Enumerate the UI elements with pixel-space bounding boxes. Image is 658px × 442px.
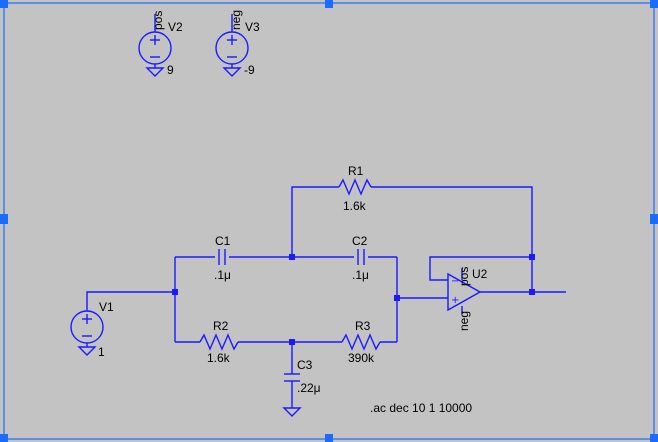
c2-name: C2: [352, 234, 368, 248]
v3-value: -9: [244, 63, 255, 77]
resize-handle-right[interactable]: [650, 214, 658, 224]
spice-directive[interactable]: .ac dec 10 1 10000: [370, 401, 472, 415]
v3-node-label: neg: [229, 10, 243, 30]
r1-value: 1.6k: [343, 199, 367, 213]
opamp-minus-sign: −: [451, 276, 459, 287]
resistor-r3[interactable]: R3 390k: [341, 319, 381, 365]
c3-value: .22μ: [297, 381, 321, 395]
resize-handle-top-right[interactable]: [650, 0, 658, 8]
c1-name: C1: [215, 234, 231, 248]
junction-dots: [172, 254, 535, 345]
voltage-source-v1[interactable]: V1 1: [70, 300, 114, 359]
wires: [86, 186, 566, 408]
r3-value: 390k: [348, 351, 375, 365]
resize-handle-left[interactable]: [0, 214, 8, 224]
c2-value: .1μ: [352, 268, 369, 282]
ground-c3: [282, 407, 302, 417]
v2-node-label: pos: [151, 11, 165, 30]
resize-handle-bottom-right[interactable]: [650, 434, 658, 442]
capacitor-c1[interactable]: C1 .1μ: [214, 234, 231, 282]
opamp-u2[interactable]: − + pos neg U2: [447, 267, 488, 331]
resize-handle-top-left[interactable]: [0, 0, 8, 8]
v2-name: V2: [168, 20, 183, 34]
resize-handle-bottom[interactable]: [325, 434, 333, 442]
opamp-plus-sign: +: [451, 295, 459, 306]
resistor-r1[interactable]: R1 1.6k: [338, 164, 372, 213]
r3-name: R3: [355, 319, 371, 333]
v1-value: 1: [98, 345, 105, 359]
opamp-neg-label: neg: [457, 311, 471, 331]
resistor-r2[interactable]: R2 1.6k: [199, 319, 239, 365]
v2-value: 9: [167, 63, 174, 77]
r2-name: R2: [213, 319, 229, 333]
c3-name: C3: [297, 358, 313, 372]
capacitor-c3[interactable]: C3 .22μ: [284, 358, 321, 395]
selection-frame: [3, 2, 655, 440]
opamp-pos-label: pos: [457, 267, 471, 286]
voltage-source-v3[interactable]: neg V3 -9: [215, 10, 260, 77]
v1-name: V1: [99, 300, 114, 314]
resize-handle-top[interactable]: [325, 0, 333, 8]
c1-value: .1μ: [214, 268, 231, 282]
v3-name: V3: [245, 20, 260, 34]
r1-name: R1: [348, 164, 364, 178]
voltage-source-v2[interactable]: pos V2 9: [138, 11, 183, 77]
resize-handle-bottom-left[interactable]: [0, 434, 8, 442]
opamp-name: U2: [472, 267, 488, 281]
r2-value: 1.6k: [207, 351, 231, 365]
capacitor-c2[interactable]: C2 .1μ: [352, 234, 369, 282]
